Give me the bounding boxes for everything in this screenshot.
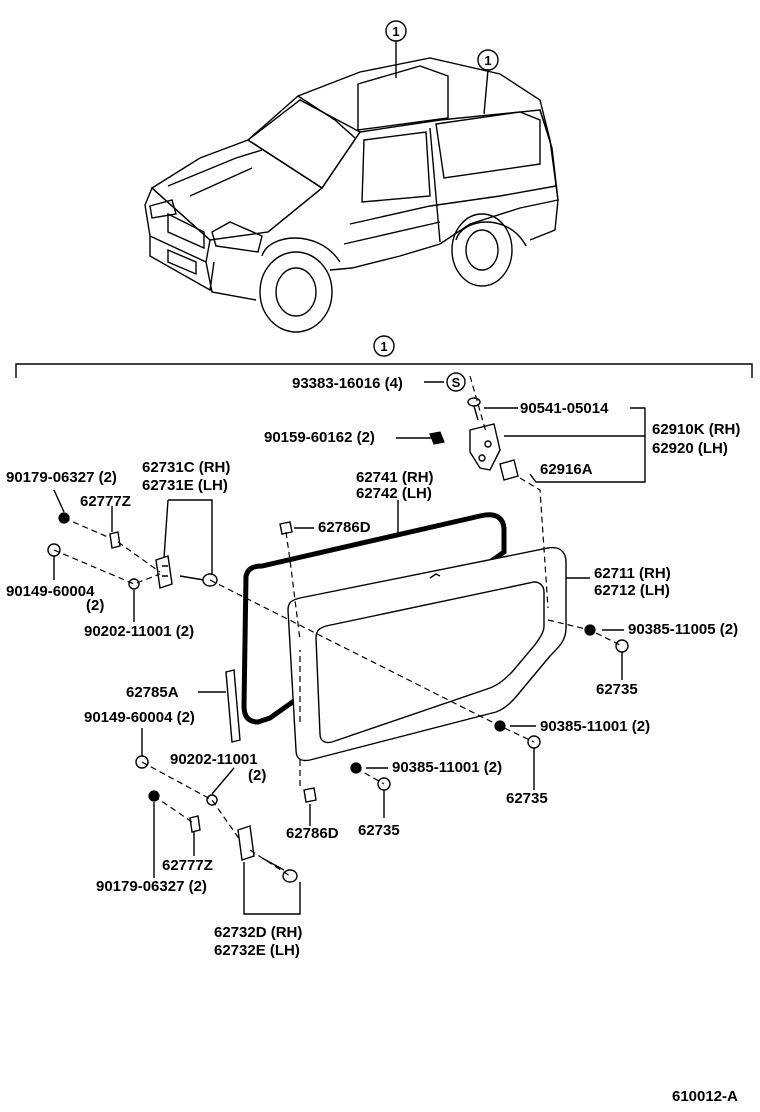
label-62777-lower: 62777Z — [162, 857, 213, 874]
label-90202-lower: 90202-11001 — [170, 751, 258, 768]
label-90179-lower: 90179-06327 (2) — [96, 878, 207, 895]
fastener-62777-lower — [189, 815, 201, 833]
label-90385-11001-b: 90385-11001 (2) — [392, 759, 502, 776]
label-90202-lower-qty: (2) — [248, 767, 266, 784]
clip-62786-upper — [279, 521, 293, 535]
vehicle-illustration — [144, 57, 559, 333]
callout-rear-window: 1 — [385, 20, 407, 78]
label-90541: 90541-05014 — [520, 400, 609, 417]
label-62910: 62910K (RH) — [652, 421, 740, 438]
label-62731e: 62731E (LH) — [142, 477, 228, 494]
label-s-mark: S — [452, 375, 461, 390]
label-62777-upper: 62777Z — [80, 493, 131, 510]
label-62735-c: 62735 — [358, 822, 400, 839]
svg-text:1: 1 — [380, 339, 387, 354]
svg-text:1: 1 — [484, 53, 491, 68]
label-62920: 62920 (LH) — [652, 440, 728, 457]
label-90149-upper-qty: (2) — [86, 597, 104, 614]
label-62735-a: 62735 — [596, 681, 638, 698]
label-90179-upper: 90179-06327 (2) — [6, 469, 117, 486]
fastener-62777-upper — [109, 531, 121, 549]
bolt-90541 — [467, 397, 481, 421]
label-62741: 62741 (RH) — [356, 469, 434, 486]
assembly-lines — [53, 375, 623, 877]
lock-62731 — [155, 555, 218, 589]
label-62916: 62916A — [540, 461, 593, 478]
label-90159: 90159-60162 (2) — [264, 429, 375, 446]
label-62735-b: 62735 — [506, 790, 548, 807]
label-90385-11005: 90385-11005 (2) — [628, 621, 738, 638]
label-93383: 93383-16016 (4) — [292, 375, 403, 392]
leader-lines — [53, 372, 646, 915]
label-90202-upper: 90202-11001 (2) — [84, 623, 194, 640]
section-bracket: 1 — [15, 335, 753, 378]
cap-62735-a — [615, 639, 629, 653]
label-62731c: 62731C (RH) — [142, 459, 230, 476]
label-62732e: 62732E (LH) — [214, 942, 300, 959]
nut-90159 — [429, 431, 445, 445]
label-62786-lower: 62786D — [286, 825, 339, 842]
label-90149-upper: 90149-60004 — [6, 583, 95, 600]
hinge-62910 — [469, 423, 501, 471]
label-62786-upper: 62786D — [318, 519, 371, 536]
label-62742: 62742 (LH) — [356, 485, 432, 502]
washer-90202-lower — [206, 794, 218, 806]
label-62785: 62785A — [126, 684, 179, 701]
label-62711: 62711 (RH) — [594, 565, 671, 582]
svg-text:1: 1 — [392, 24, 399, 39]
quarter-glass-62711 — [287, 546, 567, 762]
clip-62786-lower — [303, 787, 317, 803]
washer-90202-upper — [128, 578, 140, 590]
label-62712: 62712 (LH) — [594, 582, 670, 599]
weatherstrip-62741 — [241, 512, 507, 725]
figure-code: 610012-A — [672, 1088, 738, 1105]
part-labels: 93383-16016 (4) S 90541-05014 62910K (RH… — [6, 375, 740, 1105]
callout-side-window: 1 — [477, 49, 499, 115]
lock-62732 — [237, 825, 298, 883]
seal-strip-62785 — [225, 669, 241, 743]
label-62732d: 62732D (RH) — [214, 924, 302, 941]
label-90149-lower: 90149-60004 (2) — [84, 709, 195, 726]
clip-62916 — [499, 459, 519, 481]
label-90385-11001-a: 90385-11001 (2) — [540, 718, 650, 735]
